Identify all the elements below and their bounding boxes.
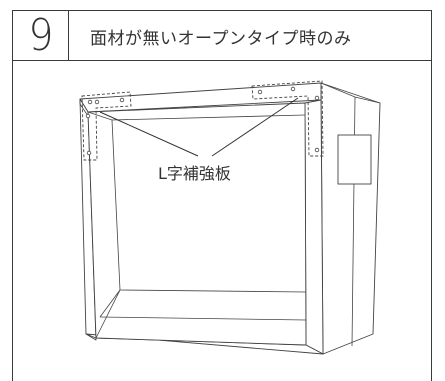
l-bracket-right xyxy=(251,80,324,157)
callout-line-right xyxy=(211,97,299,157)
step-number-box: 9 xyxy=(13,11,69,60)
cabinet-left-post xyxy=(79,98,97,341)
side-panel-cutout xyxy=(337,134,372,185)
instruction-step-panel: 9 面材が無いオープンタイプ時のみ xyxy=(12,10,432,381)
cabinet-right-post xyxy=(304,99,324,355)
step-title: 面材が無いオープンタイプ時のみ xyxy=(90,29,352,49)
cabinet-interior-back xyxy=(87,102,307,346)
cabinet-side-panel xyxy=(320,82,381,355)
callout-line-left xyxy=(99,111,199,157)
l-bracket-left xyxy=(81,91,132,161)
step-number: 9 xyxy=(27,9,54,61)
step-header: 9 面材が無いオープンタイプ時のみ xyxy=(13,11,431,61)
callout-label: L字補強板 xyxy=(156,160,233,184)
